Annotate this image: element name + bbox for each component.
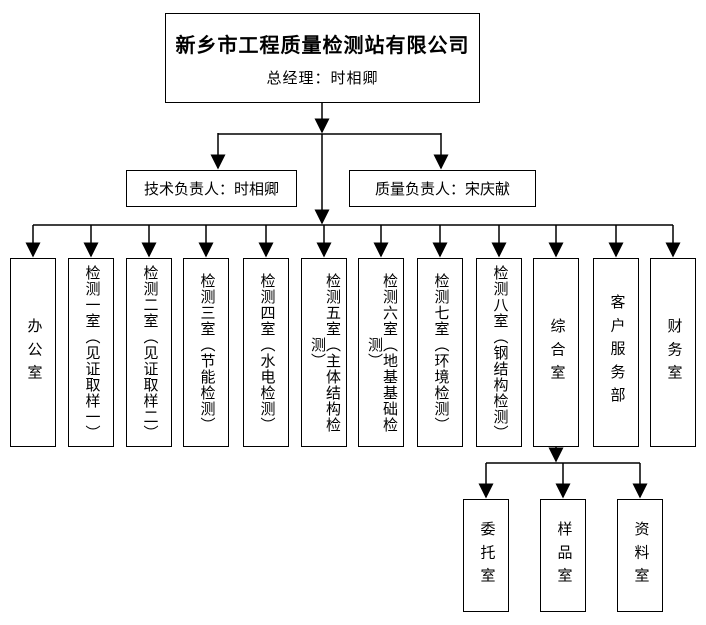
dept-label: 办公室 [25, 317, 42, 388]
sub-label: 资料室 [632, 520, 649, 591]
sub-label: 样品室 [555, 520, 572, 591]
dept-label: 检测七室（环境检测） [432, 272, 449, 433]
dept-label: 检测一室（见证取样一） [83, 264, 100, 441]
dept-box-office: 办公室 [10, 258, 56, 447]
manager-box-quality: 质量负责人：宋庆献 [349, 170, 536, 207]
dept-box-test-7: 检测七室（环境检测） [417, 258, 463, 447]
dept-label: 检测五室（主体结构检测） [309, 272, 340, 433]
dept-box-test-6: 检测六室（地基基础检测） [358, 258, 404, 447]
general-manager-label: 总经理：时相卿 [266, 70, 379, 87]
dept-label: 综合室 [548, 317, 565, 388]
dept-label: 检测六室（地基基础检测） [366, 272, 397, 433]
dept-box-test-2: 检测二室（见证取样二） [126, 258, 172, 447]
company-title: 新乡市工程质量检测站有限公司 [175, 34, 470, 57]
dept-label: 财务室 [665, 317, 682, 388]
sub-label: 委托室 [478, 520, 495, 591]
sub-box-archive: 资料室 [617, 499, 663, 612]
dept-label: 检测二室（见证取样二） [141, 264, 158, 441]
dept-box-general: 综合室 [533, 258, 579, 447]
sub-box-commission: 委托室 [463, 499, 509, 612]
dept-label: 客户服务部 [608, 294, 625, 411]
manager-box-technical: 技术负责人：时相卿 [126, 170, 297, 207]
dept-box-finance: 财务室 [650, 258, 696, 447]
dept-label: 检测三室（节能检测） [198, 272, 215, 433]
dept-box-test-1: 检测一室（见证取样一） [68, 258, 114, 447]
dept-label: 检测四室（水电检测） [258, 272, 275, 433]
dept-box-customer-service: 客户服务部 [593, 258, 639, 447]
root-box: 新乡市工程质量检测站有限公司 总经理：时相卿 [165, 13, 480, 103]
dept-box-test-5: 检测五室（主体结构检测） [301, 258, 347, 447]
manager-label: 质量负责人：宋庆献 [374, 182, 510, 198]
sub-box-sample: 样品室 [540, 499, 586, 612]
dept-label: 检测八室（钢结构检测） [491, 264, 508, 441]
dept-box-test-3: 检测三室（节能检测） [183, 258, 229, 447]
dept-box-test-4: 检测四室（水电检测） [243, 258, 289, 447]
dept-box-test-8: 检测八室（钢结构检测） [476, 258, 522, 447]
manager-label: 技术负责人：时相卿 [143, 182, 279, 198]
